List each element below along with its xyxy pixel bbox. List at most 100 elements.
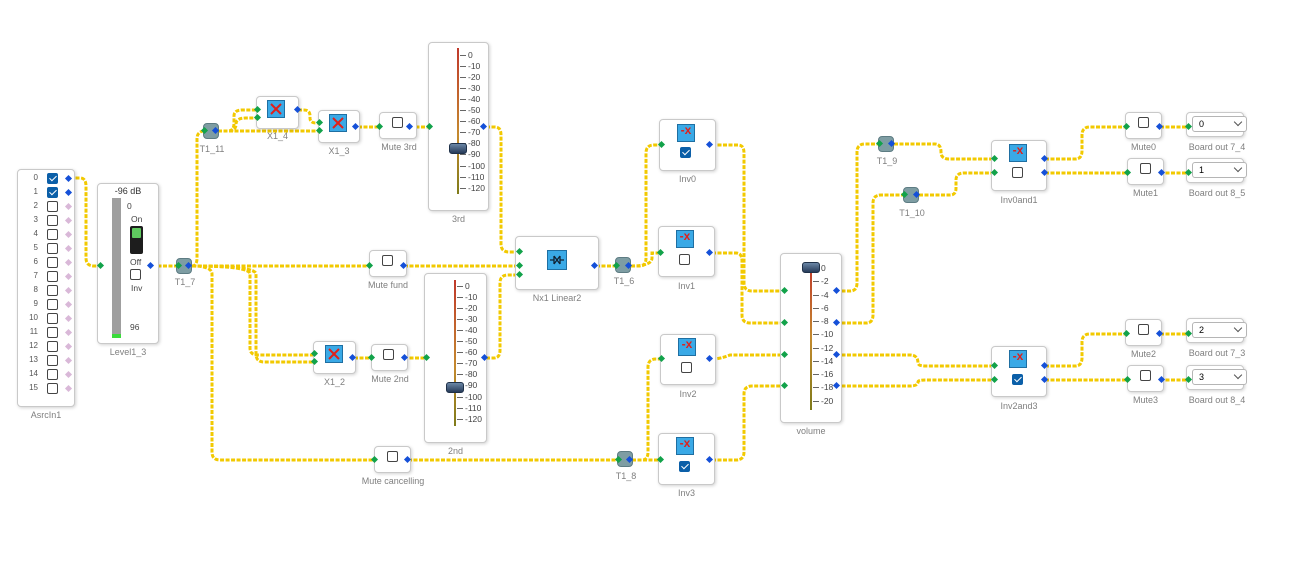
wire-t110-inv0and1 [919, 171, 995, 197]
wire-t16-inv1 [630, 251, 662, 268]
scale-tick-label: -50 [468, 105, 481, 116]
scale-tick-label: -110 [465, 402, 482, 413]
chevron-down-icon [1233, 163, 1243, 173]
level-switch-knob [132, 228, 141, 238]
t1-10-label: T1_10 [899, 208, 925, 218]
scale-tick-label: -2 [821, 276, 829, 287]
scale-tick-mark [457, 363, 463, 365]
level-inv-checkbox[interactable] [130, 269, 141, 280]
wire-asrc-level [70, 176, 101, 268]
scale-tick-label: -120 [465, 413, 483, 424]
asrc-channel-checkbox[interactable] [47, 187, 58, 198]
asrc-channel-label: 7 [33, 271, 38, 280]
scale-tick-label: -6 [821, 302, 829, 313]
inv1-label: Inv1 [677, 281, 695, 291]
scale-tick-label: -60 [468, 116, 481, 127]
asrc-channel-checkbox[interactable] [47, 201, 58, 212]
board-out-8-5-label: Board out 8_5 [1188, 188, 1246, 198]
wire-inv0and1-mute0 [1045, 125, 1127, 161]
x1-3-label: X1_3 [328, 146, 350, 156]
asrc-channel-checkbox[interactable] [47, 313, 58, 324]
board-out-7-3-label: Board out 7_3 [1188, 348, 1246, 358]
mute2-checkbox[interactable] [1138, 324, 1149, 335]
scale-tick-mark [460, 77, 466, 79]
fader-3rd-knob[interactable] [449, 143, 467, 154]
asrc-channel-checkbox[interactable] [47, 383, 58, 394]
scale-tick-mark [813, 400, 819, 402]
inv2-checkbox[interactable] [681, 362, 692, 373]
inv3-invert-icon: -x [676, 436, 694, 455]
x1-3-cross-icon [329, 114, 347, 132]
asrc-channel-checkbox[interactable] [47, 299, 58, 310]
mute1-label: Mute1 [1132, 188, 1158, 198]
fader-3rd-label: 3rd [451, 214, 465, 224]
wire-inv3-volume [712, 384, 786, 462]
level-on-off-switch[interactable] [130, 226, 143, 254]
asrc-channel-checkbox[interactable] [47, 229, 58, 240]
wire-volume-t110 [836, 193, 905, 325]
asrc-channel-checkbox[interactable] [47, 257, 58, 268]
inv1-block[interactable] [658, 226, 715, 277]
inv3-checkbox[interactable] [679, 461, 690, 472]
asrc-channel-checkbox[interactable] [47, 215, 58, 226]
scale-tick-mark [457, 352, 463, 354]
volume-knob[interactable] [802, 262, 820, 273]
scale-tick-label: -90 [465, 380, 478, 391]
mute-2nd-checkbox[interactable] [383, 349, 394, 360]
asrc-channel-label: 5 [33, 243, 38, 252]
asrc-channel-checkbox[interactable] [47, 271, 58, 282]
mute-3rd-checkbox[interactable] [392, 117, 403, 128]
asrc-channel-checkbox[interactable] [47, 327, 58, 338]
inv1-checkbox[interactable] [679, 254, 690, 265]
wire-volume-inv2and3b [836, 378, 995, 388]
board-out-8-5-select[interactable]: 1 [1192, 162, 1247, 178]
scale-tick-label: -10 [465, 292, 478, 303]
scale-tick-label: -100 [468, 160, 486, 171]
wire-volume-inv2and3a [836, 353, 995, 368]
asrc-channel-checkbox[interactable] [47, 341, 58, 352]
asrc-channel-checkbox[interactable] [47, 369, 58, 380]
scale-tick-label: -70 [468, 127, 481, 138]
wire-inv1-volume [712, 251, 786, 325]
scale-tick-label: -60 [465, 347, 478, 358]
inv2-invert-icon: -x [678, 337, 696, 356]
level-db-readout: -96 dB [114, 186, 142, 196]
scale-tick-mark [460, 88, 466, 90]
asrc-channel-checkbox[interactable] [47, 355, 58, 366]
asrc-channel-label: 11 [29, 327, 38, 336]
inv0and1-checkbox[interactable] [1012, 167, 1023, 178]
level-meter-fill [112, 334, 121, 338]
mute0-checkbox[interactable] [1138, 117, 1149, 128]
inv2and3-checkbox[interactable] [1012, 374, 1023, 385]
asrc-in-block[interactable] [17, 169, 75, 407]
asrc-channel-checkbox[interactable] [47, 243, 58, 254]
asrc-channel-checkbox[interactable] [47, 285, 58, 296]
mute1-checkbox[interactable] [1140, 163, 1151, 174]
asrc-channel-checkbox[interactable] [47, 173, 58, 184]
fader-2nd-knob[interactable] [446, 382, 464, 393]
mute3-checkbox[interactable] [1140, 370, 1151, 381]
mute-3rd-label: Mute 3rd [381, 142, 417, 152]
asrc-channel-label: 0 [33, 173, 38, 182]
inv0-checkbox[interactable] [680, 147, 691, 158]
level-bottom-label: 96 [130, 322, 140, 332]
fader-2nd-label: 2nd [447, 446, 464, 456]
scale-tick-label: -8 [821, 316, 829, 326]
t1-11-label: T1_11 [199, 144, 225, 154]
t1-7-label: T1_7 [174, 277, 196, 287]
mute-cancelling-checkbox[interactable] [387, 451, 398, 462]
board-out-7-3-select[interactable]: 2 [1192, 322, 1247, 338]
scale-tick-label: -20 [821, 395, 834, 406]
scale-tick-mark [813, 387, 819, 389]
x1-4-label: X1_4 [266, 131, 289, 141]
scale-tick-mark [813, 281, 819, 283]
board-out-8-4-select[interactable]: 3 [1192, 369, 1247, 385]
scale-tick-mark [460, 110, 466, 112]
scale-tick-label: -90 [468, 149, 481, 160]
board-out-7-4-value: 0 [1199, 119, 1205, 129]
wire-2nd-nx1 [486, 273, 520, 360]
scale-tick-label: -80 [465, 369, 478, 380]
board-out-7-4-select[interactable]: 0 [1192, 116, 1247, 132]
inv2and3-label: Inv2and3 [1000, 401, 1038, 411]
mute-fund-checkbox[interactable] [382, 255, 393, 266]
